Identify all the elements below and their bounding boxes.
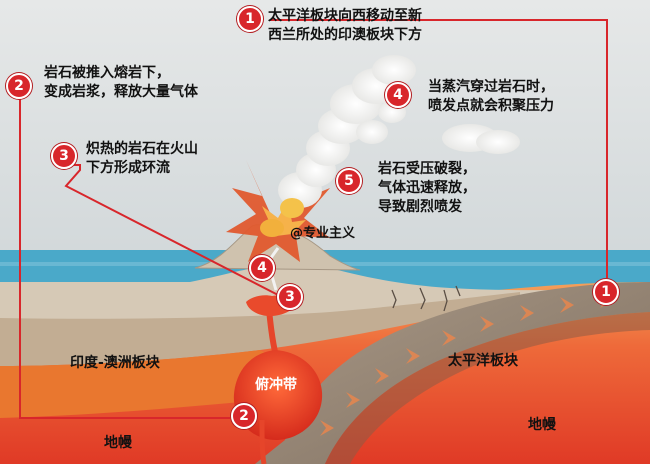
badge-3-chamber: 3 (277, 284, 303, 310)
smoke-plume (278, 55, 520, 208)
indo-plate-label: 印度-澳洲板块 (70, 355, 160, 371)
watermark: @专业主义 (290, 226, 356, 241)
subduction-label: 俯冲带 (255, 377, 297, 393)
callout-1-text: 太平洋板块向西移动至新 西兰所处的印澳板块下方 (268, 8, 422, 43)
mantle-label-left: 地幔 (104, 435, 132, 451)
callout-5-text: 岩石受压破裂， 气体迅速释放， 导致剧烈喷发 (378, 161, 476, 215)
pacific-plate-label: 太平洋板块 (448, 353, 518, 369)
badge-2-mantle: 2 (231, 403, 257, 429)
indo-plate (0, 292, 520, 366)
badge-4: 4 (385, 82, 411, 108)
badge-3: 3 (51, 143, 77, 169)
eruption-burst (226, 160, 330, 262)
mantle-label-right: 地幔 (528, 417, 556, 433)
callout-3-text: 炽热的岩石在火山 下方形成环流 (86, 141, 198, 176)
callout-2-text: 岩石被推入熔岩下， 变成岩浆，释放大量气体 (44, 65, 198, 100)
badge-1-slab: 1 (593, 279, 619, 305)
badge-4-cone: 4 (249, 255, 275, 281)
badge-2: 2 (6, 73, 32, 99)
upper-crust (0, 268, 650, 334)
pacific-slab (255, 282, 650, 464)
callout-4-text: 当蒸汽穿过岩石时， 喷发点就会积聚压力 (428, 79, 554, 114)
fault-lines (391, 285, 461, 312)
badge-5: 5 (336, 168, 362, 194)
badge-1: 1 (237, 6, 263, 32)
